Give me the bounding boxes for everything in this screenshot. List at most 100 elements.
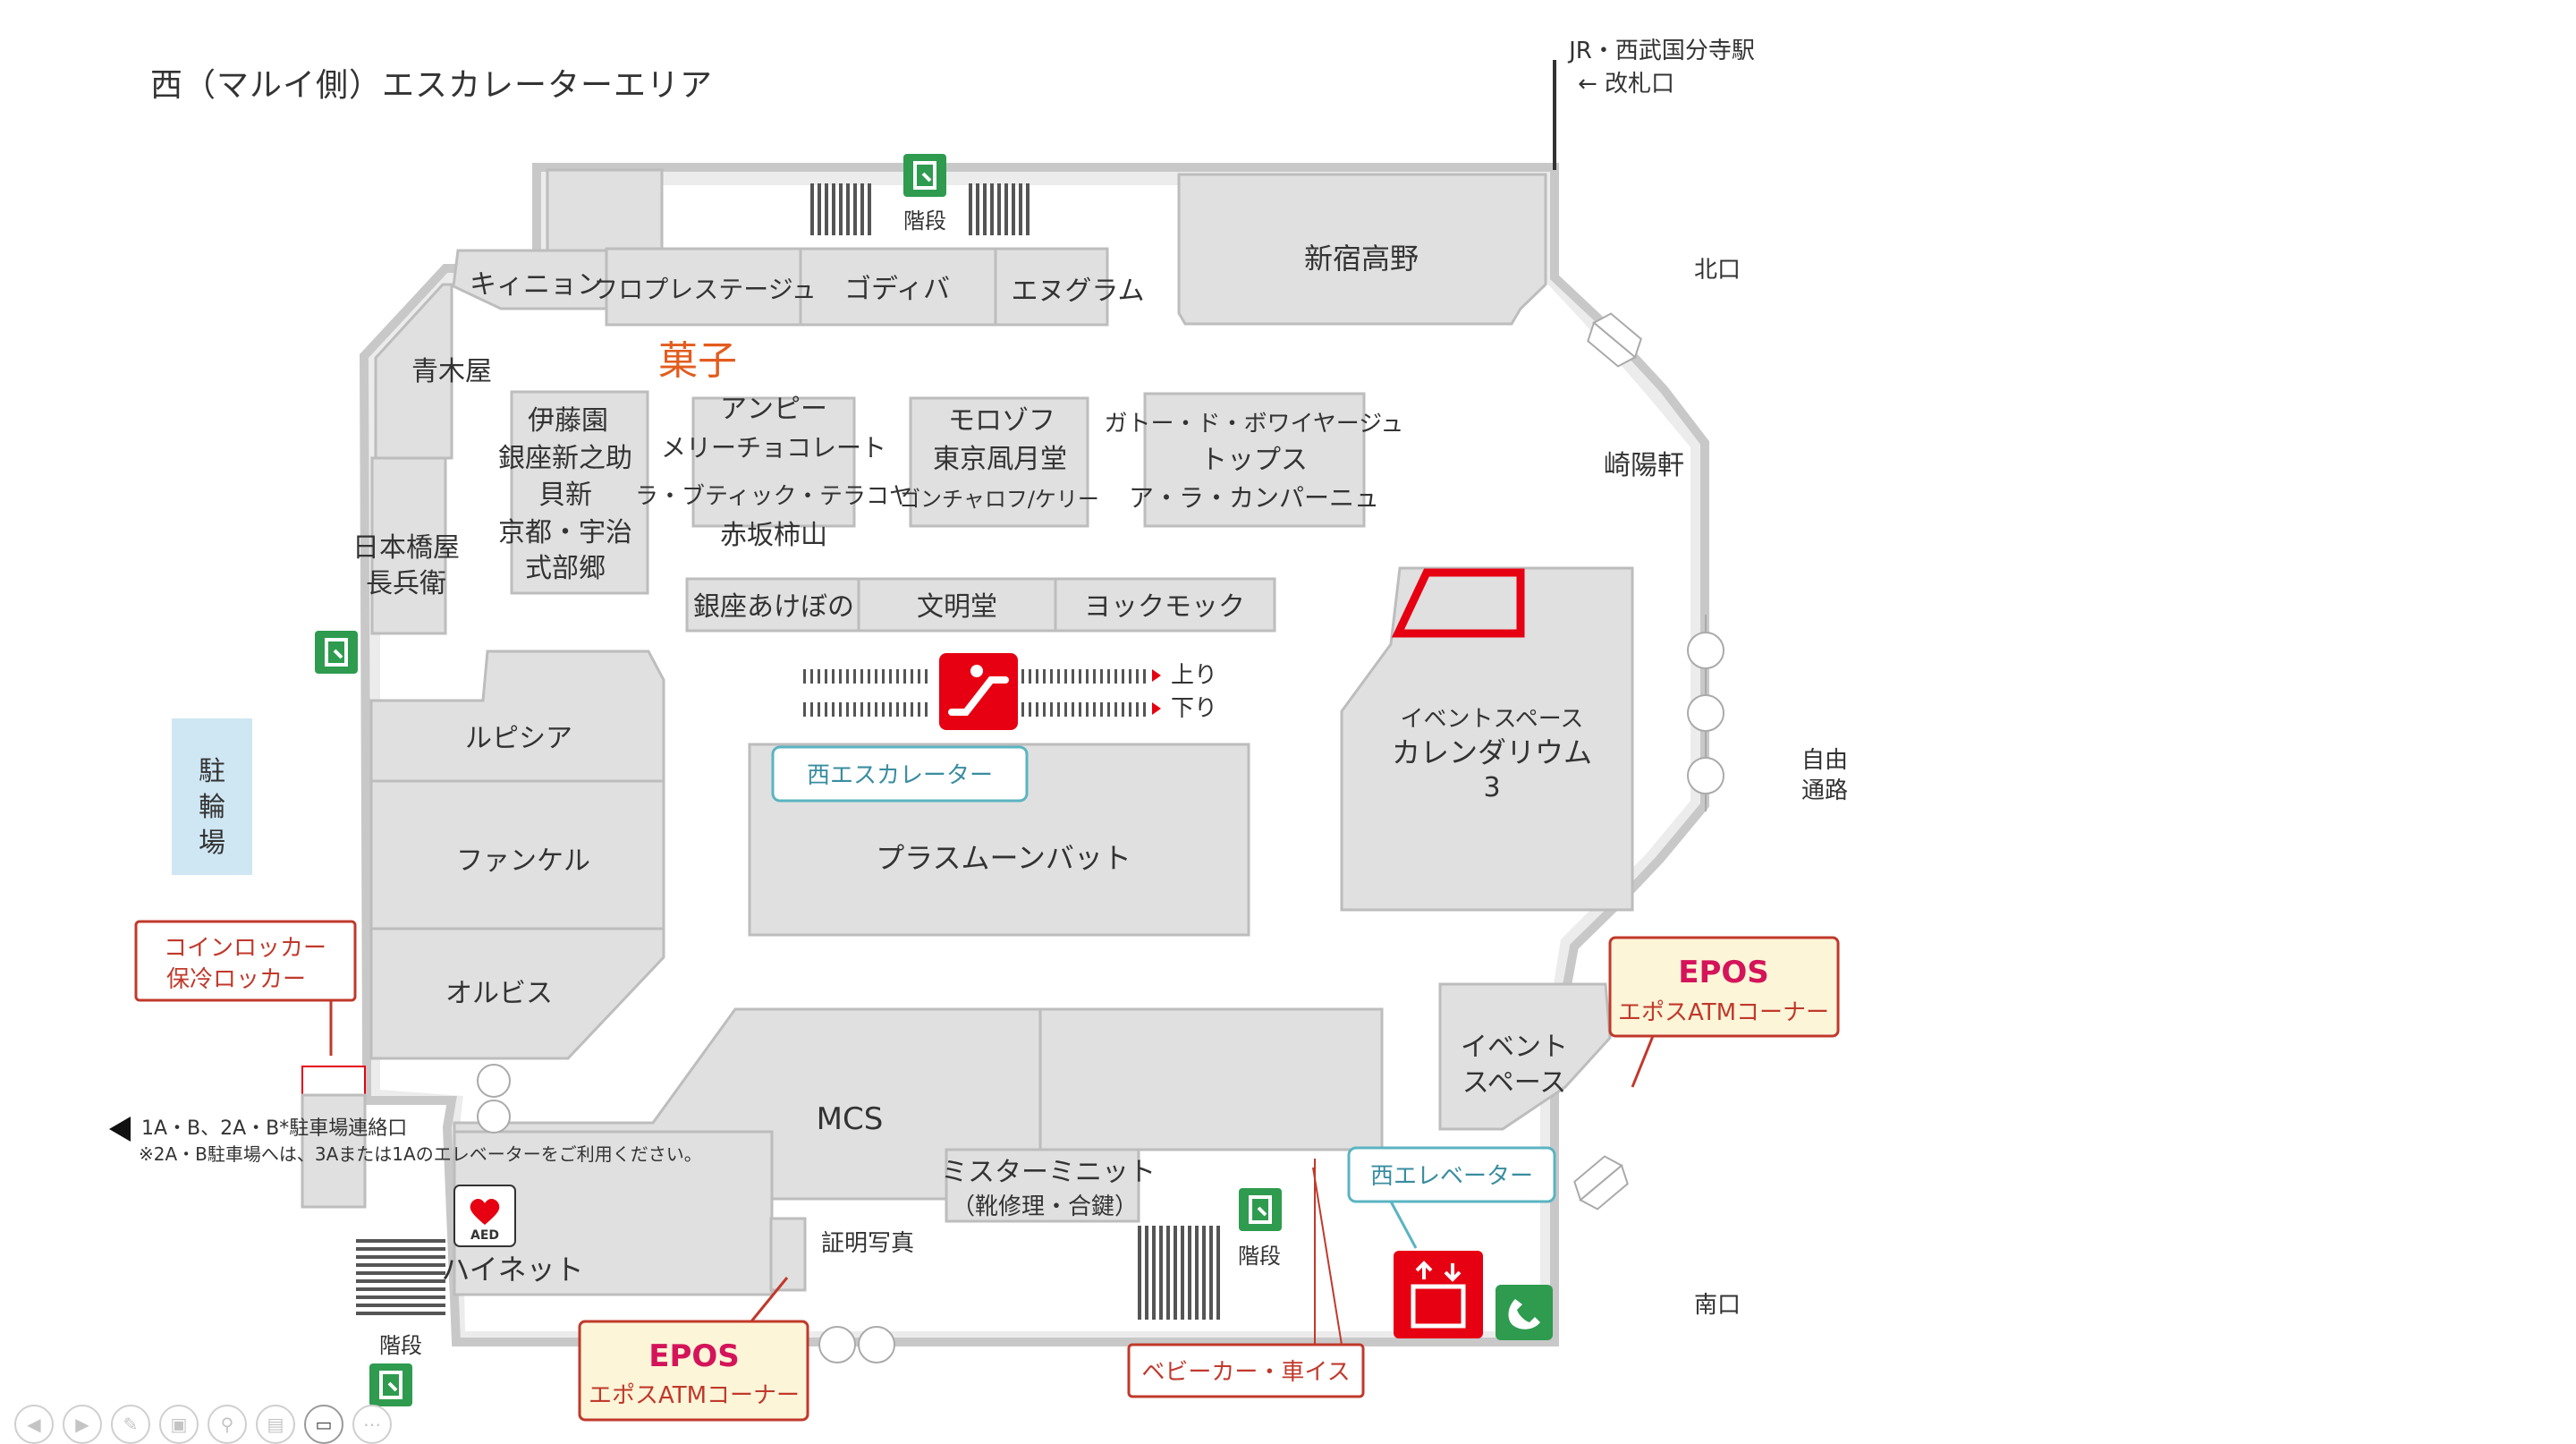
store-gateau-1: ガトー・ド・ボワイヤージュ bbox=[1105, 411, 1404, 437]
store-aokiya: 青木屋 bbox=[411, 356, 492, 387]
store-ampi-3: ラ・ブティック・テラコヤ bbox=[635, 483, 912, 510]
escalator-step bbox=[1114, 669, 1117, 684]
free-passage-2: 通路 bbox=[1801, 777, 1848, 804]
escalator-step bbox=[925, 669, 928, 684]
stairs-step bbox=[832, 183, 835, 235]
bicycle-parking bbox=[172, 718, 252, 875]
escalator-step bbox=[1114, 702, 1117, 717]
store-ampi-4: 赤坂柿山 bbox=[720, 520, 827, 551]
escalator-step bbox=[1050, 669, 1053, 684]
escalator-step bbox=[1129, 702, 1131, 717]
camera-icon[interactable]: ▭ bbox=[304, 1405, 343, 1444]
coin-locker-2: 保冷ロッカー bbox=[166, 966, 306, 993]
escalator-down-label: 下り bbox=[1171, 695, 1217, 722]
escalator-step bbox=[1050, 702, 1053, 717]
down-arrow-icon bbox=[1152, 702, 1161, 715]
store-yokumoku: ヨックモック bbox=[1084, 591, 1245, 623]
baby-car-callout-box bbox=[1127, 1343, 1365, 1398]
subtitle-icon[interactable]: ▤ bbox=[256, 1405, 295, 1444]
escalator-step bbox=[1064, 669, 1067, 684]
escalator-step bbox=[1072, 669, 1074, 684]
escalator-step bbox=[839, 669, 842, 684]
escalator-step bbox=[1136, 702, 1139, 717]
store-shinjuku-takano: 新宿高野 bbox=[1304, 242, 1419, 276]
stairs-step bbox=[356, 1304, 445, 1307]
escalator-step bbox=[1100, 669, 1103, 684]
store-nihonbashi-2: 長兵衛 bbox=[366, 568, 446, 599]
escalator-step bbox=[818, 702, 820, 717]
escalator-step bbox=[925, 702, 928, 717]
coin-locker-callout-box bbox=[134, 920, 357, 1002]
escalator-step bbox=[1029, 669, 1031, 684]
escalator-step bbox=[1093, 702, 1096, 717]
store-nihonbashi-1: 日本橋屋 bbox=[352, 532, 460, 564]
store-morozoff-2: 東京凮月堂 bbox=[933, 444, 1067, 475]
stairs-step bbox=[860, 183, 864, 235]
parking-note-1: 1A・B、2A・B*駐車場連絡口 bbox=[141, 1117, 407, 1140]
escalator-step bbox=[1064, 702, 1067, 717]
slide-toolbar: ◀ ▶ ✎ ▣ ⚲ ▤ ▭ ⋯ bbox=[14, 1405, 392, 1444]
stairs-step bbox=[1188, 1226, 1191, 1320]
baby-car-label: ベビーカー・車イス bbox=[1141, 1359, 1350, 1386]
escalator-step bbox=[1093, 669, 1096, 684]
store-morozoff-3: ゴンチャロフ/ケリー bbox=[899, 487, 1099, 512]
escalator-step bbox=[1072, 702, 1074, 717]
block-bunmeido bbox=[857, 577, 1057, 633]
stairs-step bbox=[990, 183, 994, 235]
escalator-step bbox=[1057, 669, 1060, 684]
store-gateau-3: ア・ラ・カンパーニュ bbox=[1129, 483, 1379, 513]
escalator-step bbox=[889, 669, 892, 684]
escalator-step bbox=[903, 669, 906, 684]
store-hainet: ハイネット bbox=[441, 1253, 583, 1287]
escalator-step bbox=[1043, 669, 1046, 684]
escalator-step bbox=[1122, 702, 1124, 717]
zoom-icon[interactable]: ⚲ bbox=[208, 1405, 247, 1444]
block-gateau bbox=[1143, 392, 1366, 528]
stairs-label-right: 階段 bbox=[1238, 1244, 1281, 1269]
escalator-step bbox=[896, 702, 899, 717]
escalator-step bbox=[1079, 702, 1081, 717]
slides-icon[interactable]: ▣ bbox=[159, 1405, 199, 1444]
escalator-step bbox=[918, 669, 920, 684]
stairs-step bbox=[818, 183, 821, 235]
store-flopre: フロプレステージュ bbox=[593, 275, 816, 304]
stairs-step bbox=[1166, 1226, 1170, 1320]
elevator-callout-box bbox=[1347, 1146, 1556, 1203]
coin-locker-1: コインロッカー bbox=[164, 935, 326, 962]
event-calendar-3: 3 bbox=[1483, 772, 1500, 803]
event-calendar-2: カレンダリウム bbox=[1392, 735, 1592, 769]
stairs-step bbox=[810, 183, 814, 235]
store-mister-minit-2: （靴修理・合鍵） bbox=[952, 1193, 1138, 1220]
escalator-step bbox=[1136, 669, 1139, 684]
prev-icon[interactable]: ◀ bbox=[14, 1405, 54, 1444]
more-icon[interactable]: ⋯ bbox=[352, 1405, 392, 1444]
stairs-step bbox=[1012, 183, 1015, 235]
elevator-icon bbox=[1394, 1251, 1483, 1338]
stairs-step bbox=[853, 183, 857, 235]
bicycle-parking-c3: 場 bbox=[199, 828, 225, 859]
escalator-step bbox=[868, 702, 870, 717]
block-nihonbashi bbox=[370, 456, 447, 635]
store-fancl: ファンケル bbox=[456, 845, 590, 877]
escalator-step bbox=[903, 702, 906, 717]
block-flopre bbox=[605, 247, 802, 327]
escalator-step bbox=[1122, 669, 1124, 684]
escalator-step bbox=[1036, 702, 1038, 717]
block-godiva bbox=[799, 247, 997, 327]
stairs-step bbox=[983, 183, 987, 235]
north-link-line2: ← 改札口 bbox=[1578, 71, 1674, 98]
exit-north: 北口 bbox=[1694, 257, 1741, 284]
stairs-step bbox=[356, 1287, 445, 1291]
escalator-step bbox=[832, 669, 835, 684]
store-ampi-2: メリーチョコレート bbox=[661, 433, 886, 463]
escalator-step bbox=[825, 669, 827, 684]
next-icon[interactable]: ▶ bbox=[63, 1405, 102, 1444]
pen-icon[interactable]: ✎ bbox=[111, 1405, 150, 1444]
store-enugram: エヌグラム bbox=[1011, 276, 1144, 307]
stairs-step bbox=[1216, 1226, 1220, 1320]
block-aokiya bbox=[374, 283, 453, 460]
store-kiyoken: 崎陽軒 bbox=[1604, 450, 1684, 481]
stairs-step bbox=[356, 1247, 445, 1251]
escalator-step bbox=[882, 702, 885, 717]
store-mcs: MCS bbox=[817, 1101, 884, 1137]
